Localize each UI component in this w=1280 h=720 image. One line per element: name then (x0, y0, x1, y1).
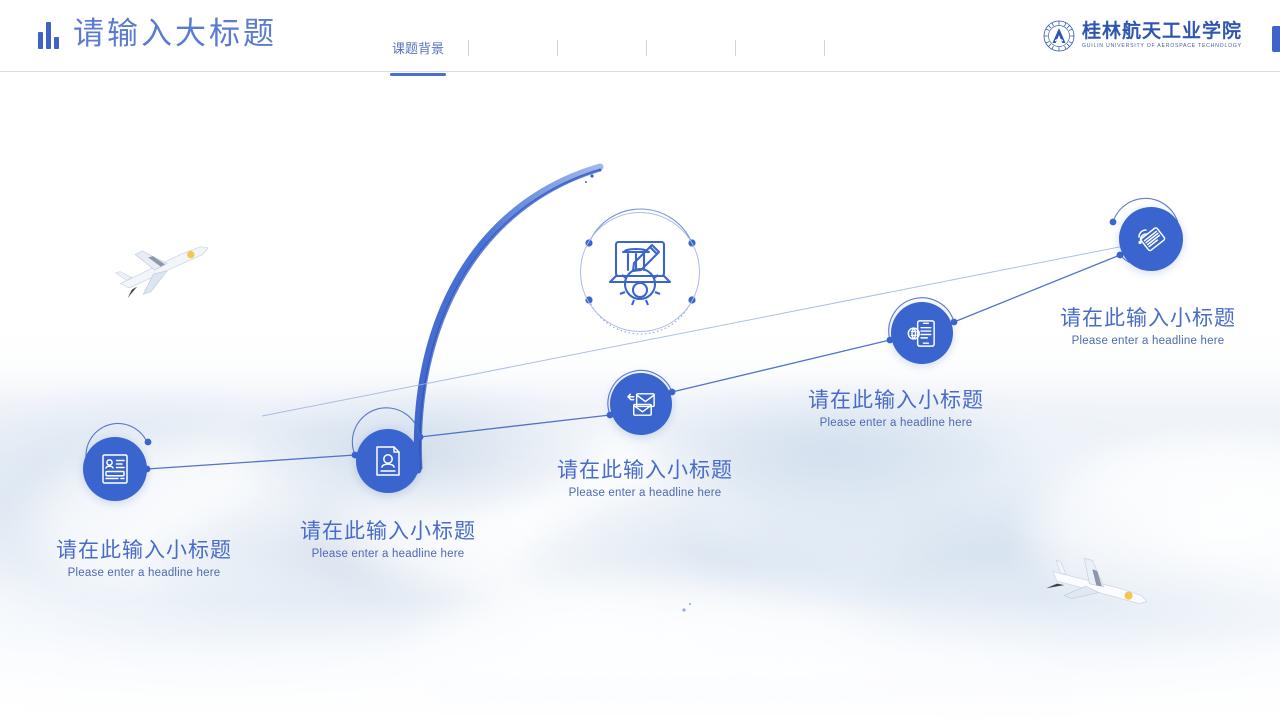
university-emblem-icon (1043, 20, 1075, 52)
mail-envelope-icon (626, 392, 655, 416)
hub-outer-ring (580, 212, 700, 332)
node-2-title: 请在此输入小标题 (300, 520, 476, 543)
node-4-label: 请在此输入小标题 Please enter a headline here (760, 388, 1032, 431)
node-4[interactable] (891, 302, 953, 364)
node-5-title: 请在此输入小标题 (1060, 307, 1236, 330)
logo-name-en: GUILIN UNIVERSITY OF AEROSPACE TECHNOLOG… (1081, 43, 1242, 50)
right-edge-accent-bar (1272, 26, 1280, 52)
node-2[interactable] (356, 429, 420, 493)
node-3-disc[interactable] (610, 373, 672, 435)
nav-separator-2 (557, 40, 558, 56)
nav-separator-1 (468, 40, 469, 56)
slide-header: 请输入大标题 课题背景 (0, 0, 1280, 76)
bottom-fade (0, 600, 1280, 720)
node-3-label: 请在此输入小标题 Please enter a headline here (509, 458, 781, 501)
center-hub (580, 212, 700, 332)
node-1[interactable] (83, 437, 147, 501)
section-nav: 课题背景 (390, 38, 825, 76)
node-3[interactable] (610, 373, 672, 435)
node-5-subtitle: Please enter a headline here (1071, 335, 1225, 347)
wireless-signal-icon (1138, 227, 1166, 252)
dotted-arc-trail-icon (413, 163, 692, 612)
node-1-label: 请在此输入小标题 Please enter a headline here (8, 538, 280, 581)
node-2-subtitle: Please enter a headline here (311, 548, 465, 560)
airplane-right-icon (1046, 557, 1148, 604)
node-5-label: 请在此输入小标题 Please enter a headline here (1012, 306, 1280, 349)
brand-block: 请输入大标题 (38, 17, 277, 51)
nav-active-underline (390, 73, 446, 76)
node-4-subtitle: Please enter a headline here (819, 417, 973, 429)
node-2-disc[interactable] (356, 429, 420, 493)
node-5-disc[interactable] (1119, 207, 1183, 271)
university-logo: 桂林航天工业学院 GUILIN UNIVERSITY OF AEROSPACE … (1043, 20, 1242, 52)
laptop-pencil-gear-icon (608, 240, 672, 306)
nav-item-0[interactable]: 课题背景 (392, 41, 445, 56)
nav-separator-5 (824, 40, 825, 56)
airplane-left-icon (115, 246, 209, 299)
header-divider (0, 71, 1280, 72)
node-1-title: 请在此输入小标题 (56, 539, 232, 562)
node-4-title: 请在此输入小标题 (808, 389, 984, 412)
node-5[interactable] (1119, 207, 1183, 271)
logo-text-block: 桂林航天工业学院 GUILIN UNIVERSITY OF AEROSPACE … (1082, 22, 1242, 49)
nav-separator-3 (646, 40, 647, 56)
bar-chart-icon (38, 19, 59, 49)
mobile-content-icon (907, 319, 935, 347)
node-3-subtitle: Please enter a headline here (568, 487, 722, 499)
background-guide-line (261, 235, 1176, 417)
person-document-icon (376, 446, 400, 476)
page-title: 请输入大标题 (73, 16, 277, 51)
node-2-label: 请在此输入小标题 Please enter a headline here (252, 519, 524, 562)
node-1-subtitle: Please enter a headline here (67, 567, 221, 579)
node-1-disc[interactable] (83, 437, 147, 501)
logo-name-cn: 桂林航天工业学院 (1081, 20, 1242, 43)
node-connector-path (146, 254, 1121, 470)
node-3-title: 请在此输入小标题 (557, 459, 733, 482)
resume-document-icon (102, 454, 128, 484)
node-4-disc[interactable] (891, 302, 953, 364)
nav-separator-4 (735, 40, 736, 56)
